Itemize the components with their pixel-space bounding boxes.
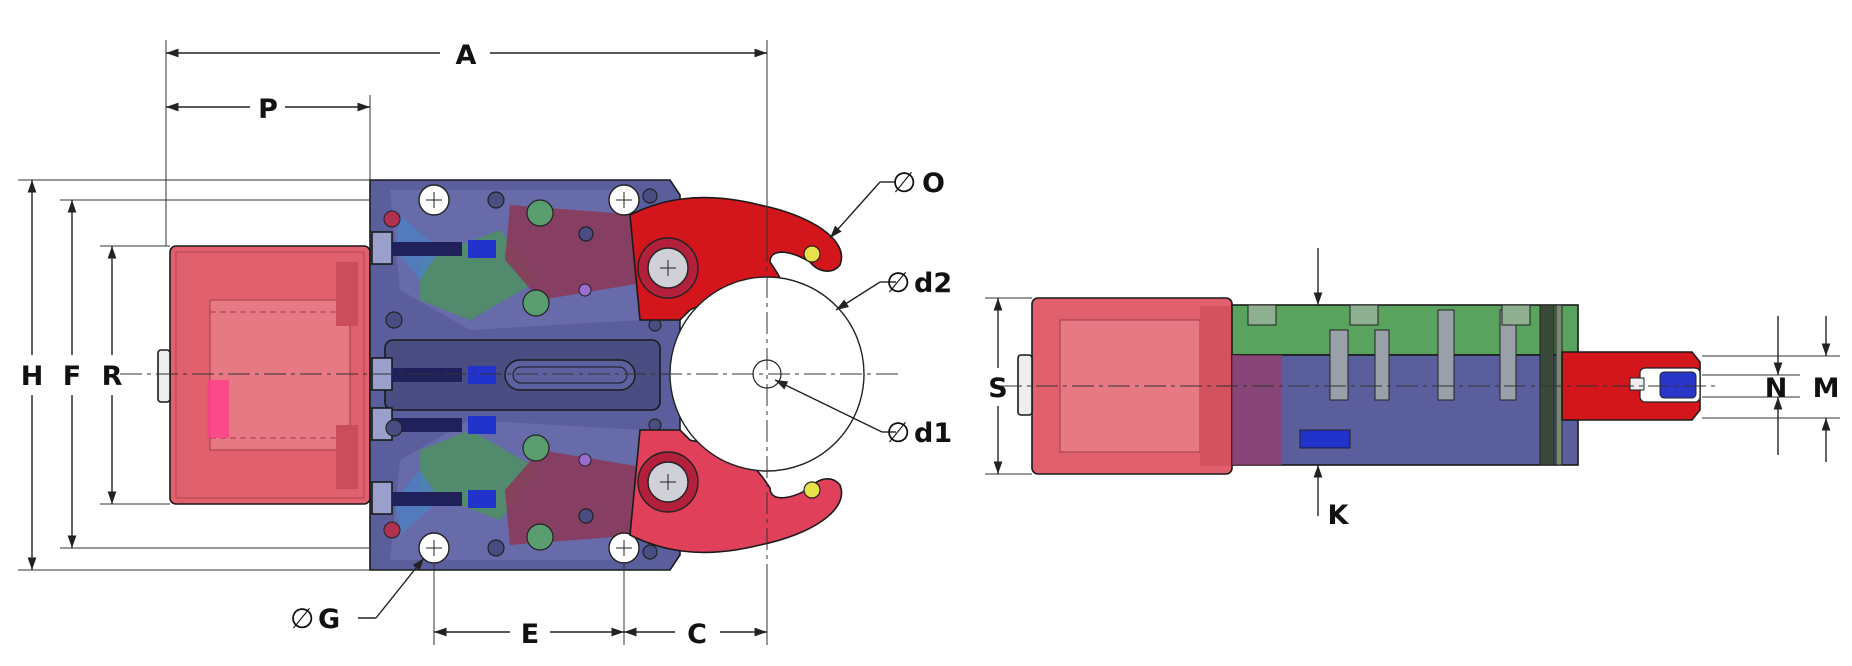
- dim-label-c: C: [687, 619, 707, 650]
- dim-label-f: F: [63, 361, 81, 392]
- dim-label-o: O: [922, 168, 945, 199]
- dim-label-k: K: [1328, 500, 1350, 531]
- dim-label-d1: d1: [914, 418, 952, 449]
- diameter-symbol-d2: ∅: [886, 266, 910, 299]
- diameter-symbol-d1: ∅: [886, 416, 910, 449]
- side-extension-lines: [985, 297, 1840, 475]
- dim-label-a: A: [456, 40, 477, 71]
- dim-label-n: N: [1765, 373, 1788, 404]
- dim-label-e: E: [521, 619, 539, 650]
- dim-label-r: R: [102, 361, 123, 392]
- dim-label-s: S: [988, 373, 1007, 404]
- side-dimension-labels: S K N M: [988, 373, 1839, 531]
- dim-label-g: G: [318, 604, 340, 635]
- side-cylinder: [1017, 297, 1233, 475]
- mounting-holes: [418, 184, 640, 564]
- dim-label-m: M: [1813, 373, 1840, 404]
- dim-label-p: P: [258, 94, 278, 125]
- diameter-symbol-o: ∅: [892, 166, 916, 199]
- side-body: [1231, 304, 1579, 466]
- diameter-symbol-g: ∅: [290, 602, 314, 635]
- front-dimension-labels: A P H F R E C ∅ O ∅ d2 ∅ d1 ∅ G: [21, 40, 952, 650]
- screws: [371, 231, 496, 515]
- front-dimension-lines: [27, 48, 896, 637]
- front-view: A P H F R E C ∅ O ∅ d2 ∅ d1 ∅ G: [18, 40, 952, 650]
- front-body: [369, 179, 681, 571]
- front-cylinder: [157, 245, 371, 505]
- dim-label-d2: d2: [914, 268, 952, 299]
- dim-label-h: H: [21, 361, 44, 392]
- side-dimension-lines: [993, 248, 1831, 516]
- side-view: S K N M: [985, 248, 1840, 531]
